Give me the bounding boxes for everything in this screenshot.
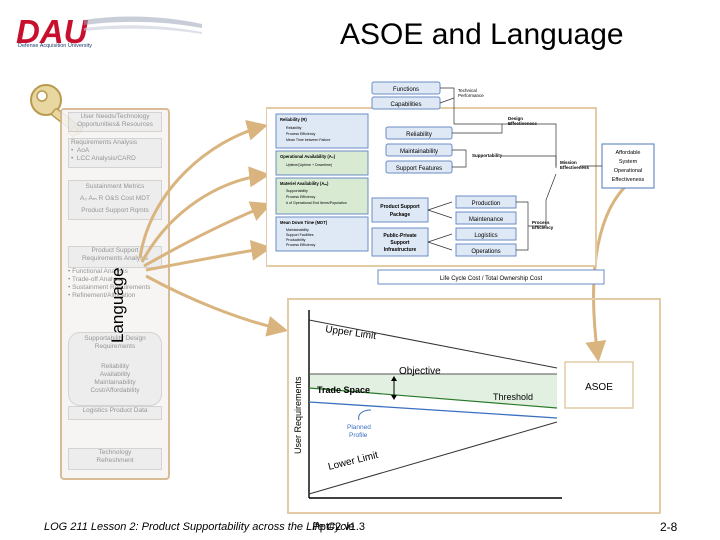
svg-text:Materiel Availability (Aₘ): Materiel Availability (Aₘ)	[280, 181, 329, 186]
svg-text:Life Cycle Cost / Total Owners: Life Cycle Cost / Total Ownership Cost	[440, 276, 543, 282]
lower-limit-line	[308, 421, 558, 495]
trade-space-graph: Upper Limit Objective Trade Space Thresh…	[293, 310, 634, 499]
svg-text:Process Efficiency: Process Efficiency	[286, 243, 315, 247]
maintenance-box: Maintenance	[455, 211, 517, 225]
svg-text:ASOE: ASOE	[585, 382, 613, 393]
svg-text:Capabilities: Capabilities	[390, 102, 421, 108]
supportability-label: Supportability	[472, 153, 503, 158]
dau-logo: DAU	[16, 13, 202, 50]
capabilities-box: Capabilities	[371, 96, 441, 110]
logistics-box: Logistics	[455, 227, 517, 241]
production-box: Production	[455, 195, 517, 209]
svg-text:Process Efficiency: Process Efficiency	[286, 195, 315, 199]
upper-limit-line	[308, 319, 558, 369]
page-title: ASOE and Language	[340, 18, 624, 51]
trade-space-label: Trade Space	[317, 385, 370, 395]
metrics-diagram: Reliability (R) Reliability Process Effi…	[266, 81, 655, 285]
objective-label: Objective	[399, 366, 441, 377]
threshold-label: Threshold	[493, 392, 533, 402]
language-text: Language	[108, 267, 127, 343]
asoe-box: ASOE	[564, 361, 634, 409]
svg-text:Reliability: Reliability	[406, 132, 432, 138]
svg-text:Operational Availability (A₀): Operational Availability (A₀)	[280, 154, 336, 159]
page-number: 2-8	[660, 520, 678, 534]
svg-text:Mean Down Time (MDT): Mean Down Time (MDT)	[280, 220, 328, 225]
svg-text:Support Facilities: Support Facilities	[286, 233, 314, 237]
logo-swoosh	[84, 16, 202, 28]
logo-subtitle: Defense Acquisition University	[18, 43, 92, 49]
svg-text:Maintainability: Maintainability	[286, 228, 309, 232]
support-features-box: Support Features	[385, 160, 453, 174]
operations-box: Operations	[455, 243, 517, 257]
svg-text:Maintainability: Maintainability	[400, 149, 438, 155]
svg-text:Operational: Operational	[614, 168, 642, 174]
svg-text:Operations: Operations	[471, 249, 500, 255]
metric-box-reliability: Reliability (R) Reliability Process Effi…	[275, 113, 369, 149]
svg-text:Product Support: Product Support	[380, 204, 420, 210]
graph-frame	[287, 298, 661, 514]
svg-text:Logistics: Logistics	[474, 233, 497, 239]
svg-text:Producibility: Producibility	[286, 238, 306, 242]
reliability-box: Reliability	[385, 126, 453, 140]
svg-text:Production: Production	[472, 201, 501, 207]
svg-text:Reliability: Reliability	[286, 126, 302, 130]
logo-text: DAU	[16, 13, 89, 50]
lcc-box: Life Cycle Cost / Total Ownership Cost	[377, 269, 605, 285]
svg-text:System: System	[619, 159, 638, 165]
trade-space-arrowheads	[391, 376, 397, 400]
metric-box-am: Materiel Availability (Aₘ) Supportabilit…	[275, 177, 369, 215]
svg-text:# of Operational End Items/Pop: # of Operational End Items/Population	[286, 201, 347, 205]
public-private-box: Public-Private Support Infrastructure	[371, 227, 429, 257]
footer-course: LOG 211 Lesson 2: Product Supportability…	[44, 521, 365, 533]
svg-text:Public-Private: Public-Private	[383, 233, 417, 239]
svg-text:Reliability (R): Reliability (R)	[280, 117, 307, 122]
svg-text:Support Features: Support Features	[396, 166, 442, 172]
maintainability-box: Maintainability	[385, 143, 453, 157]
requirements-analysis-box: Requirements Analysis • AoA • LCC Analys…	[68, 138, 162, 168]
planned-profile-line	[308, 401, 558, 419]
y-axis-label: User Requirements	[293, 376, 303, 454]
svg-text:Functions: Functions	[393, 87, 419, 93]
planned-profile-pointer	[358, 409, 372, 421]
svg-text:Uptime/(Uptime + Downtime): Uptime/(Uptime + Downtime)	[286, 163, 332, 167]
language-label: Language	[104, 175, 134, 345]
lower-limit-label: Lower Limit	[327, 450, 379, 473]
svg-text:Affordable: Affordable	[616, 150, 641, 156]
logistics-product-data-box: Logistics Product Data	[68, 406, 162, 420]
threshold-line	[308, 387, 558, 409]
upper-limit-label: Upper Limit	[325, 324, 377, 342]
svg-text:Support: Support	[390, 240, 409, 246]
svg-text:Effectiveness: Effectiveness	[612, 177, 645, 183]
functions-box: Functions	[371, 81, 441, 95]
svg-text:Infrastructure: Infrastructure	[384, 247, 417, 253]
product-support-list: Functional Analysis Trade-off Analysis S…	[68, 268, 164, 300]
connector-lines	[427, 87, 602, 251]
metric-box-ao: Operational Availability (A₀) Uptime/(Up…	[275, 150, 369, 176]
ao-box: Affordable System Operational Effectiven…	[601, 143, 655, 189]
svg-text:Package: Package	[390, 212, 411, 218]
metric-box-mdt: Mean Down Time (MDT) Maintainability Sup…	[275, 216, 369, 252]
svg-text:Maintenance: Maintenance	[469, 217, 504, 223]
svg-text:Supportability: Supportability	[286, 189, 308, 193]
product-support-package-box: Product Support Package	[371, 197, 429, 223]
svg-text:Process Efficiency: Process Efficiency	[286, 132, 315, 136]
svg-text:Mean Time between Failure: Mean Time between Failure	[286, 138, 330, 142]
trade-space-area	[309, 374, 557, 408]
logo-swoosh-2	[84, 25, 202, 34]
